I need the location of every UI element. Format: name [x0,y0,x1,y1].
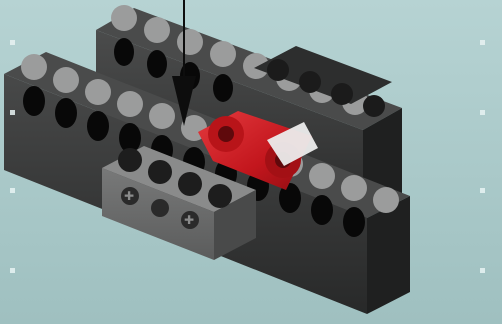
axle-mark-icon: ✚ [184,213,194,227]
axle-mark-icon: ✚ [124,189,134,203]
